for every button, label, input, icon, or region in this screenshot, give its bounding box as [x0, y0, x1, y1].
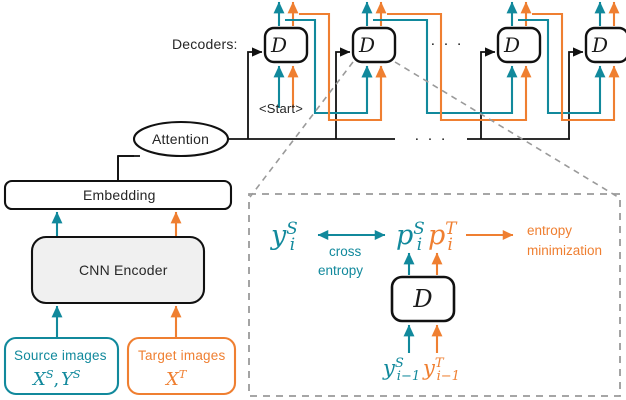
target-images-label: Target images	[138, 348, 226, 363]
cross-entropy-label-line2: entropy	[318, 263, 364, 278]
decoder-row-ellipsis: · · ·	[430, 35, 464, 52]
decoder-cell-3	[496, 26, 542, 64]
cnn-encoder-box	[30, 235, 206, 305]
decoder-cell-4	[584, 26, 626, 64]
decoders-row-label: Decoders:	[172, 36, 238, 52]
inset-p-target: pTi	[428, 218, 457, 255]
attention-label: Attention	[152, 131, 210, 147]
decoder3-recurrent-in-target-top	[410, 12, 443, 31]
target-images-math: XT	[166, 368, 187, 390]
inset-panel	[248, 193, 621, 397]
decoder1-recurrent-target	[299, 12, 387, 122]
decoder-cell-2	[351, 26, 397, 64]
decoder-3-label: D	[503, 33, 521, 57]
attention-riser-4	[568, 47, 584, 139]
inset-y-prev-target: yTi−1	[423, 356, 460, 385]
decoder3-recurrent-in-target	[439, 31, 532, 122]
decoder-1-label: D	[270, 33, 288, 57]
decoder3-recurrent-in-source-top	[410, 18, 429, 31]
decoder1-recurrent-source	[285, 18, 373, 115]
source-images-label: Source images	[14, 348, 107, 363]
inset-p-source: pSi	[396, 218, 425, 255]
attention-riser-3	[480, 47, 496, 139]
cross-entropy-label-line1: cross	[329, 244, 362, 259]
inset-y-prev-source: ySi−1	[383, 356, 421, 385]
decoder3-recurrent-in-source	[425, 31, 518, 115]
entropy-min-label-line1: entropy	[527, 223, 573, 238]
decoder-4-label: D	[591, 33, 609, 57]
attention-bus-ellipsis: · · ·	[414, 130, 448, 147]
decoder3-recurrent-source	[518, 18, 606, 115]
callout-line-left	[249, 61, 354, 198]
target-images-box	[126, 336, 237, 396]
start-token-label: <Start>	[259, 101, 304, 116]
source-images-math: XS, YS	[33, 368, 81, 390]
attention-riser-1	[247, 47, 263, 139]
line-attention-hook	[117, 155, 140, 181]
decoder-2-label: D	[358, 33, 376, 57]
inset-y-source: ySi	[271, 218, 298, 255]
decoder-cell-1	[263, 26, 309, 64]
attention-riser-2	[335, 47, 351, 139]
source-images-box	[3, 336, 120, 396]
embedding-label: Embedding	[83, 187, 156, 203]
entropy-min-label-line2: minimization	[527, 243, 603, 258]
inset-decoder-label: D	[413, 285, 433, 313]
cnn-encoder-label: CNN Encoder	[79, 262, 168, 278]
inset-decoder-cell	[390, 275, 456, 323]
decoder3-recurrent-target	[532, 12, 620, 122]
